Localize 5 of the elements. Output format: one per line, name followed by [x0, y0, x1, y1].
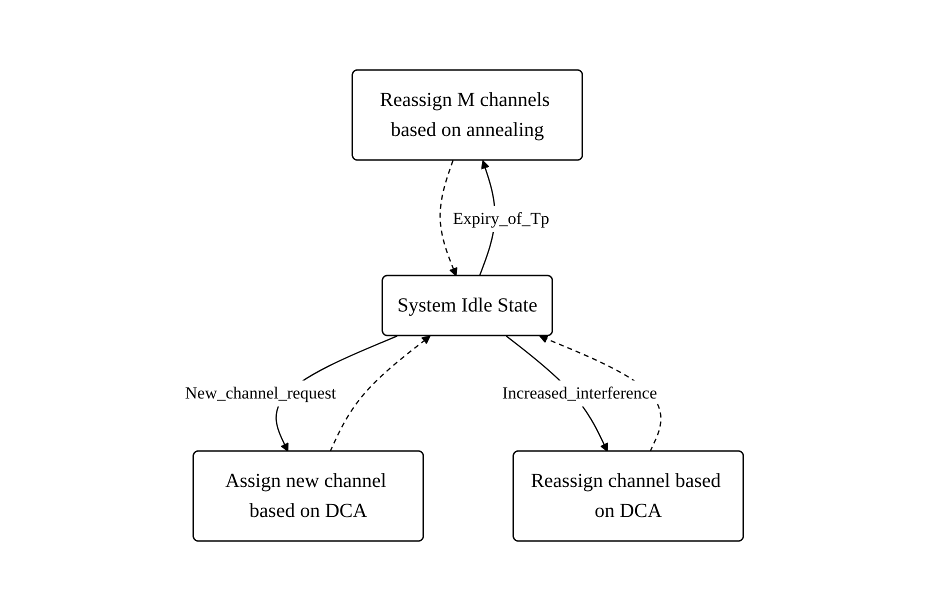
- edge-label: New_channel_request: [184, 383, 336, 402]
- edge-label: Increased_interference: [502, 383, 657, 402]
- edge-label: Expiry_of_Tp: [452, 208, 550, 228]
- arrow: [329, 335, 430, 452]
- arrow: [439, 160, 458, 276]
